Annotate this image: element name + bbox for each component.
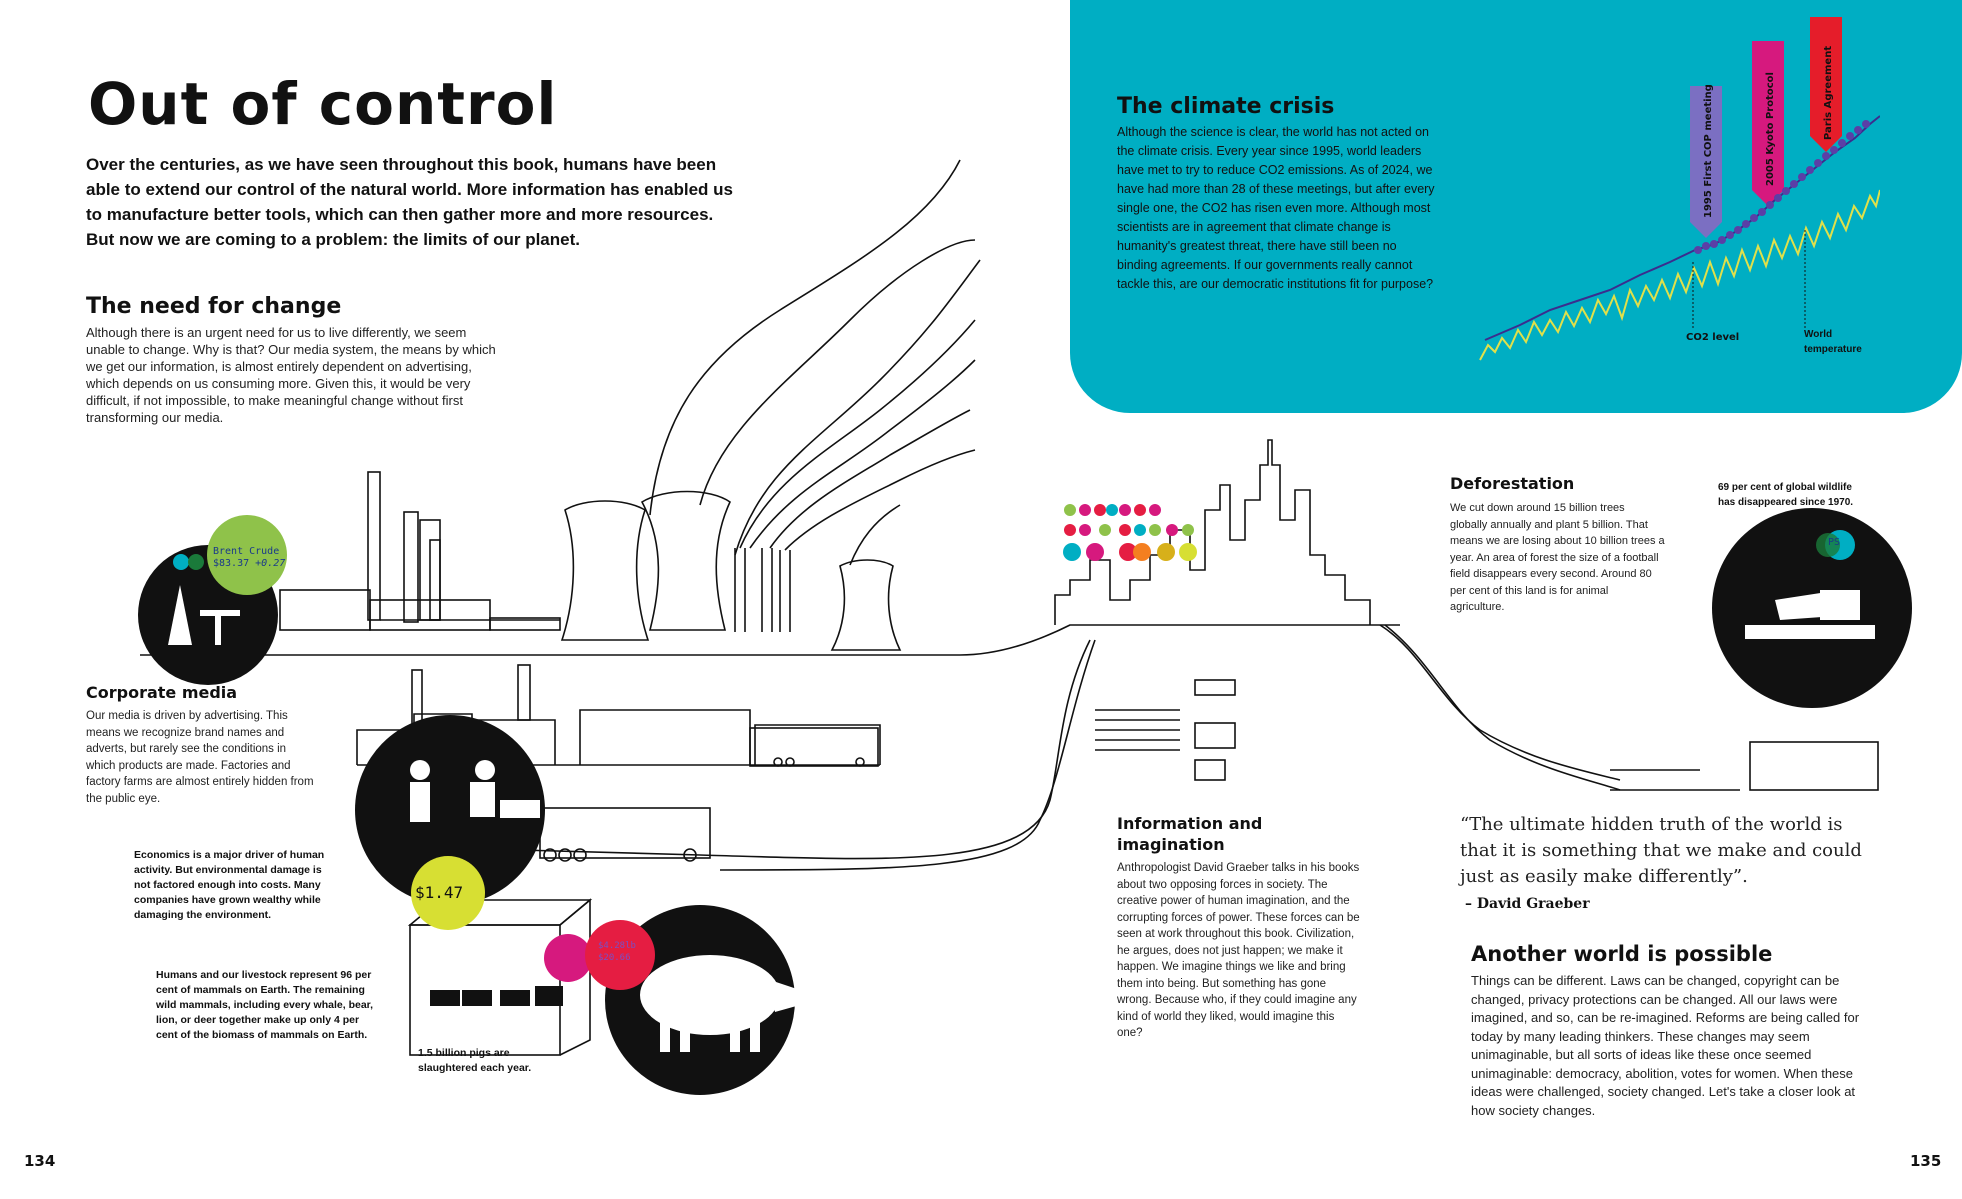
ticker-badge [207, 515, 287, 595]
ticker-price: $83.37 [213, 558, 250, 569]
mammals-caption: Humans and our livestock represent 96 pe… [156, 969, 374, 1041]
corporate-heading: Corporate media [86, 683, 238, 702]
pork-badge [585, 920, 655, 990]
cattle-icons [430, 986, 563, 1006]
pigs-caption: 1.5 billion pigs are slaughtered each ye… [418, 1047, 532, 1074]
oil-rig-icon [168, 585, 240, 645]
co2-label: CO2 level [1686, 332, 1739, 343]
price-badge [411, 856, 485, 930]
wildlife-caption: 69 per cent of global wildlife has disap… [1718, 482, 1854, 508]
ticker-name: Brent Crude [213, 546, 280, 557]
climate-body: Although the science is clear, the world… [1117, 125, 1435, 291]
marker-cop-label: 1995 First COP meeting [1703, 84, 1714, 218]
road [519, 639, 1091, 860]
pork-price-2: $20.66 [598, 953, 631, 963]
need-body: Although there is an urgent need for us … [86, 325, 496, 425]
wildlife-badge: PS [1828, 537, 1841, 548]
smoke-plume [699, 239, 976, 506]
ticker-change: +0.27 [255, 558, 286, 569]
smoke-plume [649, 159, 961, 516]
deforestation-heading: Deforestation [1450, 474, 1575, 493]
economics-caption: Economics is a major driver of human act… [134, 849, 325, 921]
climate-heading: The climate crisis [1117, 94, 1335, 119]
workers-circle [355, 715, 545, 905]
another-heading: Another world is possible [1471, 942, 1773, 966]
price-label: $1.47 [415, 883, 464, 902]
another-body: Things can be different. Laws can be cha… [1471, 973, 1860, 1118]
truck [749, 727, 879, 767]
marker-kyoto: 2005 Kyoto Protocol [1752, 41, 1784, 206]
page-title: Out of control [88, 70, 558, 138]
workers-icon [410, 760, 540, 822]
marker-cop: 1995 First COP meeting [1690, 84, 1722, 238]
data-dots [1063, 504, 1197, 561]
pork-price-1: $4.28lb [598, 941, 636, 951]
marker-paris-label: Paris Agreement [1823, 46, 1834, 140]
ground-line [140, 624, 1400, 656]
need-heading: The need for change [86, 294, 342, 319]
intro-paragraph: Over the centuries, as we have seen thro… [86, 155, 734, 249]
co2-dots [1694, 120, 1870, 254]
temperature-line [1479, 189, 1880, 361]
graeber-quote: “The ultimate hidden truth of the world … [1460, 814, 1862, 887]
temperature-label: World temperature [1804, 329, 1862, 355]
page-number-left: 134 [24, 1152, 56, 1170]
marker-kyoto-label: 2005 Kyoto Protocol [1765, 72, 1776, 186]
pig-silhouette [640, 955, 800, 1052]
quote-author: – David Graeber [1465, 896, 1590, 912]
cooling-tower [560, 500, 650, 641]
cooling-tower [640, 490, 732, 631]
marker-paris: Paris Agreement [1810, 17, 1842, 152]
info-body: Anthropologist David Graeber talks in hi… [1117, 862, 1360, 1039]
cooling-tower [830, 559, 902, 651]
city-skyline [1054, 439, 1371, 625]
log-pile [1749, 741, 1879, 791]
pork-text: $4.28lb $20.66 [598, 940, 636, 964]
page-number-right: 135 [1910, 1152, 1942, 1170]
info-heading: Information and imagination [1117, 814, 1263, 854]
corporate-body: Our media is driven by advertising. This… [86, 710, 314, 805]
excavator-icon [1745, 590, 1875, 639]
deforestation-body: We cut down around 15 billion trees glob… [1450, 502, 1665, 613]
climate-chart: 1995 First COP meeting 2005 Kyoto Protoc… [1479, 17, 1880, 361]
ticker-text: Brent Crude $83.37 +0.27 [213, 546, 293, 570]
